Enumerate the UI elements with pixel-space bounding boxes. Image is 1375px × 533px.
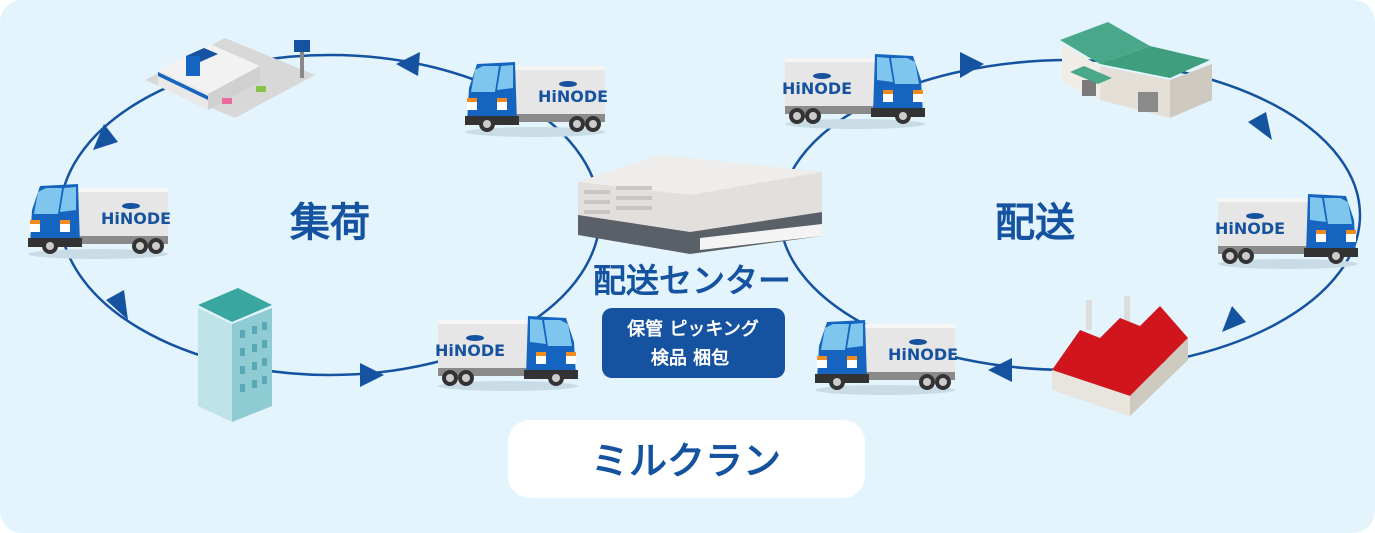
pickup-label: 集荷 — [289, 200, 370, 246]
services-line-1: 保管 ピッキング — [626, 318, 759, 340]
delivery-label: 配送 — [995, 200, 1075, 246]
truck-brand-logo: HiNODE — [101, 209, 171, 228]
truck-bottom-right: HiNODE — [815, 320, 958, 395]
arrow-icon — [1222, 306, 1246, 332]
truck-brand-logo: HiNODE — [888, 345, 958, 364]
warehouse-building-icon — [1060, 22, 1212, 118]
services-line-2: 検品 梱包 — [651, 347, 729, 369]
arrow-icon — [960, 52, 984, 78]
truck-brand-logo: HiNODE — [538, 87, 608, 106]
truck-bottom-left: HiNODE — [435, 316, 578, 391]
store-building-icon — [145, 38, 315, 118]
arrow-icon — [106, 290, 128, 320]
distribution-center-label: 配送センター — [593, 261, 791, 300]
truck-top-left: HiNODE — [465, 62, 608, 137]
arrow-icon — [93, 124, 118, 150]
services-box: 保管 ピッキング 検品 梱包 — [602, 308, 785, 378]
distribution-center-building-icon — [578, 155, 822, 254]
truck-left: HiNODE — [28, 184, 171, 259]
truck-brand-logo: HiNODE — [782, 79, 852, 98]
office-building-icon — [198, 288, 272, 422]
milk-run-badge: ミルクラン — [508, 420, 865, 498]
truck-brand-logo: HiNODE — [1215, 219, 1285, 238]
milk-run-label: ミルクラン — [591, 439, 781, 483]
arrow-icon — [360, 363, 384, 387]
truck-right: HiNODE — [1215, 194, 1358, 269]
arrow-icon — [988, 358, 1012, 382]
arrow-icon — [1248, 112, 1272, 140]
truck-top-right: HiNODE — [782, 54, 925, 129]
arrow-icon — [396, 52, 420, 76]
factory-building-icon — [1052, 296, 1188, 416]
truck-brand-logo: HiNODE — [435, 341, 505, 360]
